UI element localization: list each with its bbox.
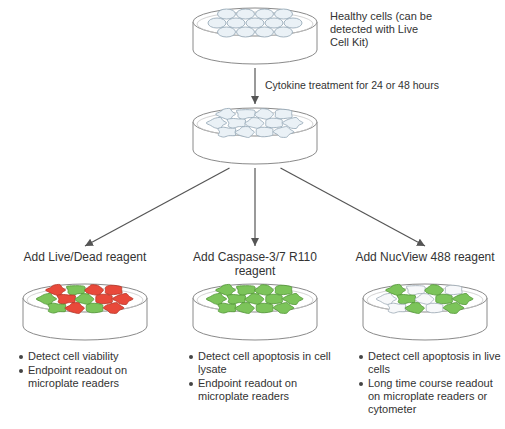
cell [235,127,254,138]
cell [218,127,236,137]
arrow-connector [85,168,230,246]
reagent-heading: Add Caspase-3/7 R110 reagent [175,250,335,278]
reagent-heading: Add Live/Dead reagent [5,250,165,264]
assay-group: Add Caspase-3/7 R110 reagentDetect cell … [175,246,335,426]
cell [246,18,264,28]
cell [265,18,283,28]
dish-rim [193,108,317,136]
bullet-dot [189,355,193,359]
bullet-item: Long time course readout on microplate r… [359,377,501,416]
edge-label: Cytokine treatment for 24 or 48 hours [265,79,439,92]
reagent-heading: Add NucView 488 reagent [345,250,505,264]
petri-dish-node: Healthy cells (can be detected with Live… [190,4,320,68]
bullet-list: Detect cell apoptosis in live cellsLong … [359,350,501,417]
cell [275,285,292,295]
dish-rim [363,284,487,312]
cell [445,285,462,295]
cell [218,303,236,313]
bullet-text: Endpoint readout on microplate readers [28,364,127,389]
cell [218,9,236,19]
cell [227,18,245,28]
bullet-list: Detect cell viabilityEndpoint readout on… [19,350,161,391]
node-caption: Healthy cells (can be detected with Live… [330,10,438,49]
petri-dish [190,104,320,168]
cell [388,303,406,313]
cell [443,303,464,314]
cell [256,9,274,19]
dish-rim [193,8,317,36]
dish-rim [23,284,147,312]
bullet-dot [19,355,23,359]
bullet-text: Detect cell apoptosis in live cells [368,350,501,375]
cell [218,27,236,37]
cell [237,27,255,37]
cell [256,27,274,37]
petri-dish [190,280,320,344]
dish-rim [193,284,317,312]
cell [48,303,66,313]
bullet-dot [359,355,363,359]
cell [266,294,283,304]
cell [96,294,113,304]
arrow-connector [281,168,426,246]
petri-dish-node [190,104,320,168]
cell [426,303,443,313]
cell [65,303,84,314]
bullet-text: Detect cell viability [28,350,118,362]
cell [105,285,122,295]
bullet-text: Endpoint readout on microplate readers [198,377,297,402]
assay-group: Add NucView 488 reagentDetect cell apopt… [345,246,505,426]
cell [436,294,453,304]
cell [405,303,424,314]
cell [86,303,103,313]
petri-dish [20,280,150,344]
arrow-connector [254,168,255,246]
cell [284,18,302,28]
bullet-item: Endpoint readout on microplate readers [19,364,161,390]
bullet-text: Detect cell apoptosis in cell lysate [198,350,331,375]
cell [103,303,124,314]
cell [275,109,292,119]
cell [266,118,283,128]
bullet-dot [19,369,23,373]
bullet-list: Detect cell apoptosis in cell lysateEndp… [189,350,331,404]
cell [275,9,293,19]
bullet-dot [189,382,193,386]
petri-dish [360,280,490,344]
bullet-item: Detect cell apoptosis in live cells [359,350,501,376]
bullet-item: Detect cell apoptosis in cell lysate [189,350,331,376]
cell [208,18,226,28]
arrow-connector [254,68,255,104]
cell [237,9,255,19]
petri-dish [190,4,320,68]
bullet-dot [359,382,363,386]
bullet-item: Endpoint readout on microplate readers [189,377,331,403]
bullet-item: Detect cell viability [19,350,161,363]
cell [275,27,293,37]
cell [256,127,273,137]
cell [273,303,294,314]
cell [273,127,294,138]
cell [235,303,254,314]
dish-inner-rim [197,12,313,36]
cell [256,303,273,313]
bullet-text: Long time course readout on microplate r… [368,377,493,415]
assay-group: Add Live/Dead reagentDetect cell viabili… [5,246,165,426]
